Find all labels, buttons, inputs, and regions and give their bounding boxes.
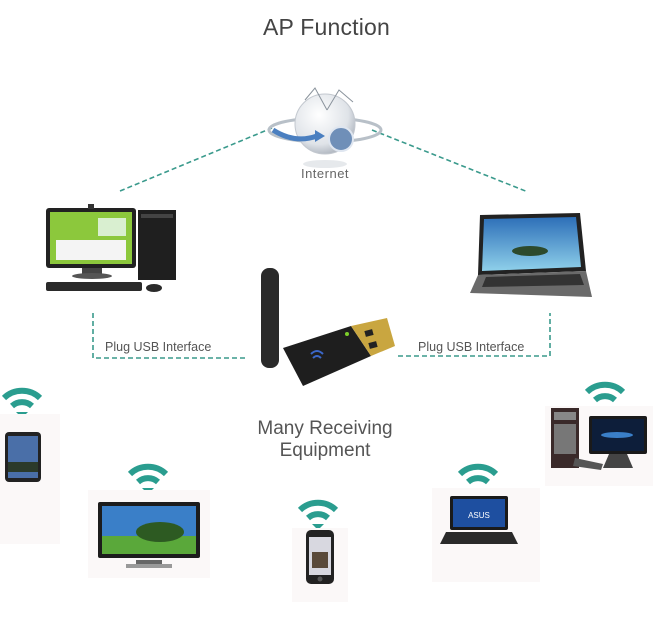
wifi-icon	[127, 463, 169, 494]
wifi-icon	[1, 387, 43, 418]
tv-icon	[98, 502, 200, 568]
receiving-equipment-label: Many Receiving Equipment	[230, 418, 420, 462]
laptop-brand: ASUS	[468, 511, 490, 520]
desktop-computer-icon	[46, 204, 176, 292]
wifi-icon	[297, 499, 339, 530]
usb-interface-label-right: Plug USB Interface	[418, 340, 525, 354]
internet-label: Internet	[300, 166, 350, 181]
diagram-title: AP Function	[262, 14, 391, 40]
link-internet-laptop	[371, 129, 529, 193]
usb-interface-label-left: Plug USB Interface	[105, 340, 212, 354]
laptop-icon: ASUS	[440, 496, 518, 544]
laptop-icon	[470, 213, 592, 297]
label-line1: Many Receiving	[257, 418, 393, 439]
globe-icon	[267, 87, 383, 168]
smartphone-icon	[306, 530, 334, 584]
tablet-icon	[5, 432, 41, 482]
desktop-computer-icon	[551, 408, 647, 470]
link-internet-desktop	[119, 127, 273, 192]
usb-wifi-adapter-icon	[261, 268, 395, 386]
link-desktop-adapter	[92, 313, 246, 359]
link-laptop-adapter	[398, 313, 551, 357]
label-line2: Equipment	[279, 440, 371, 461]
